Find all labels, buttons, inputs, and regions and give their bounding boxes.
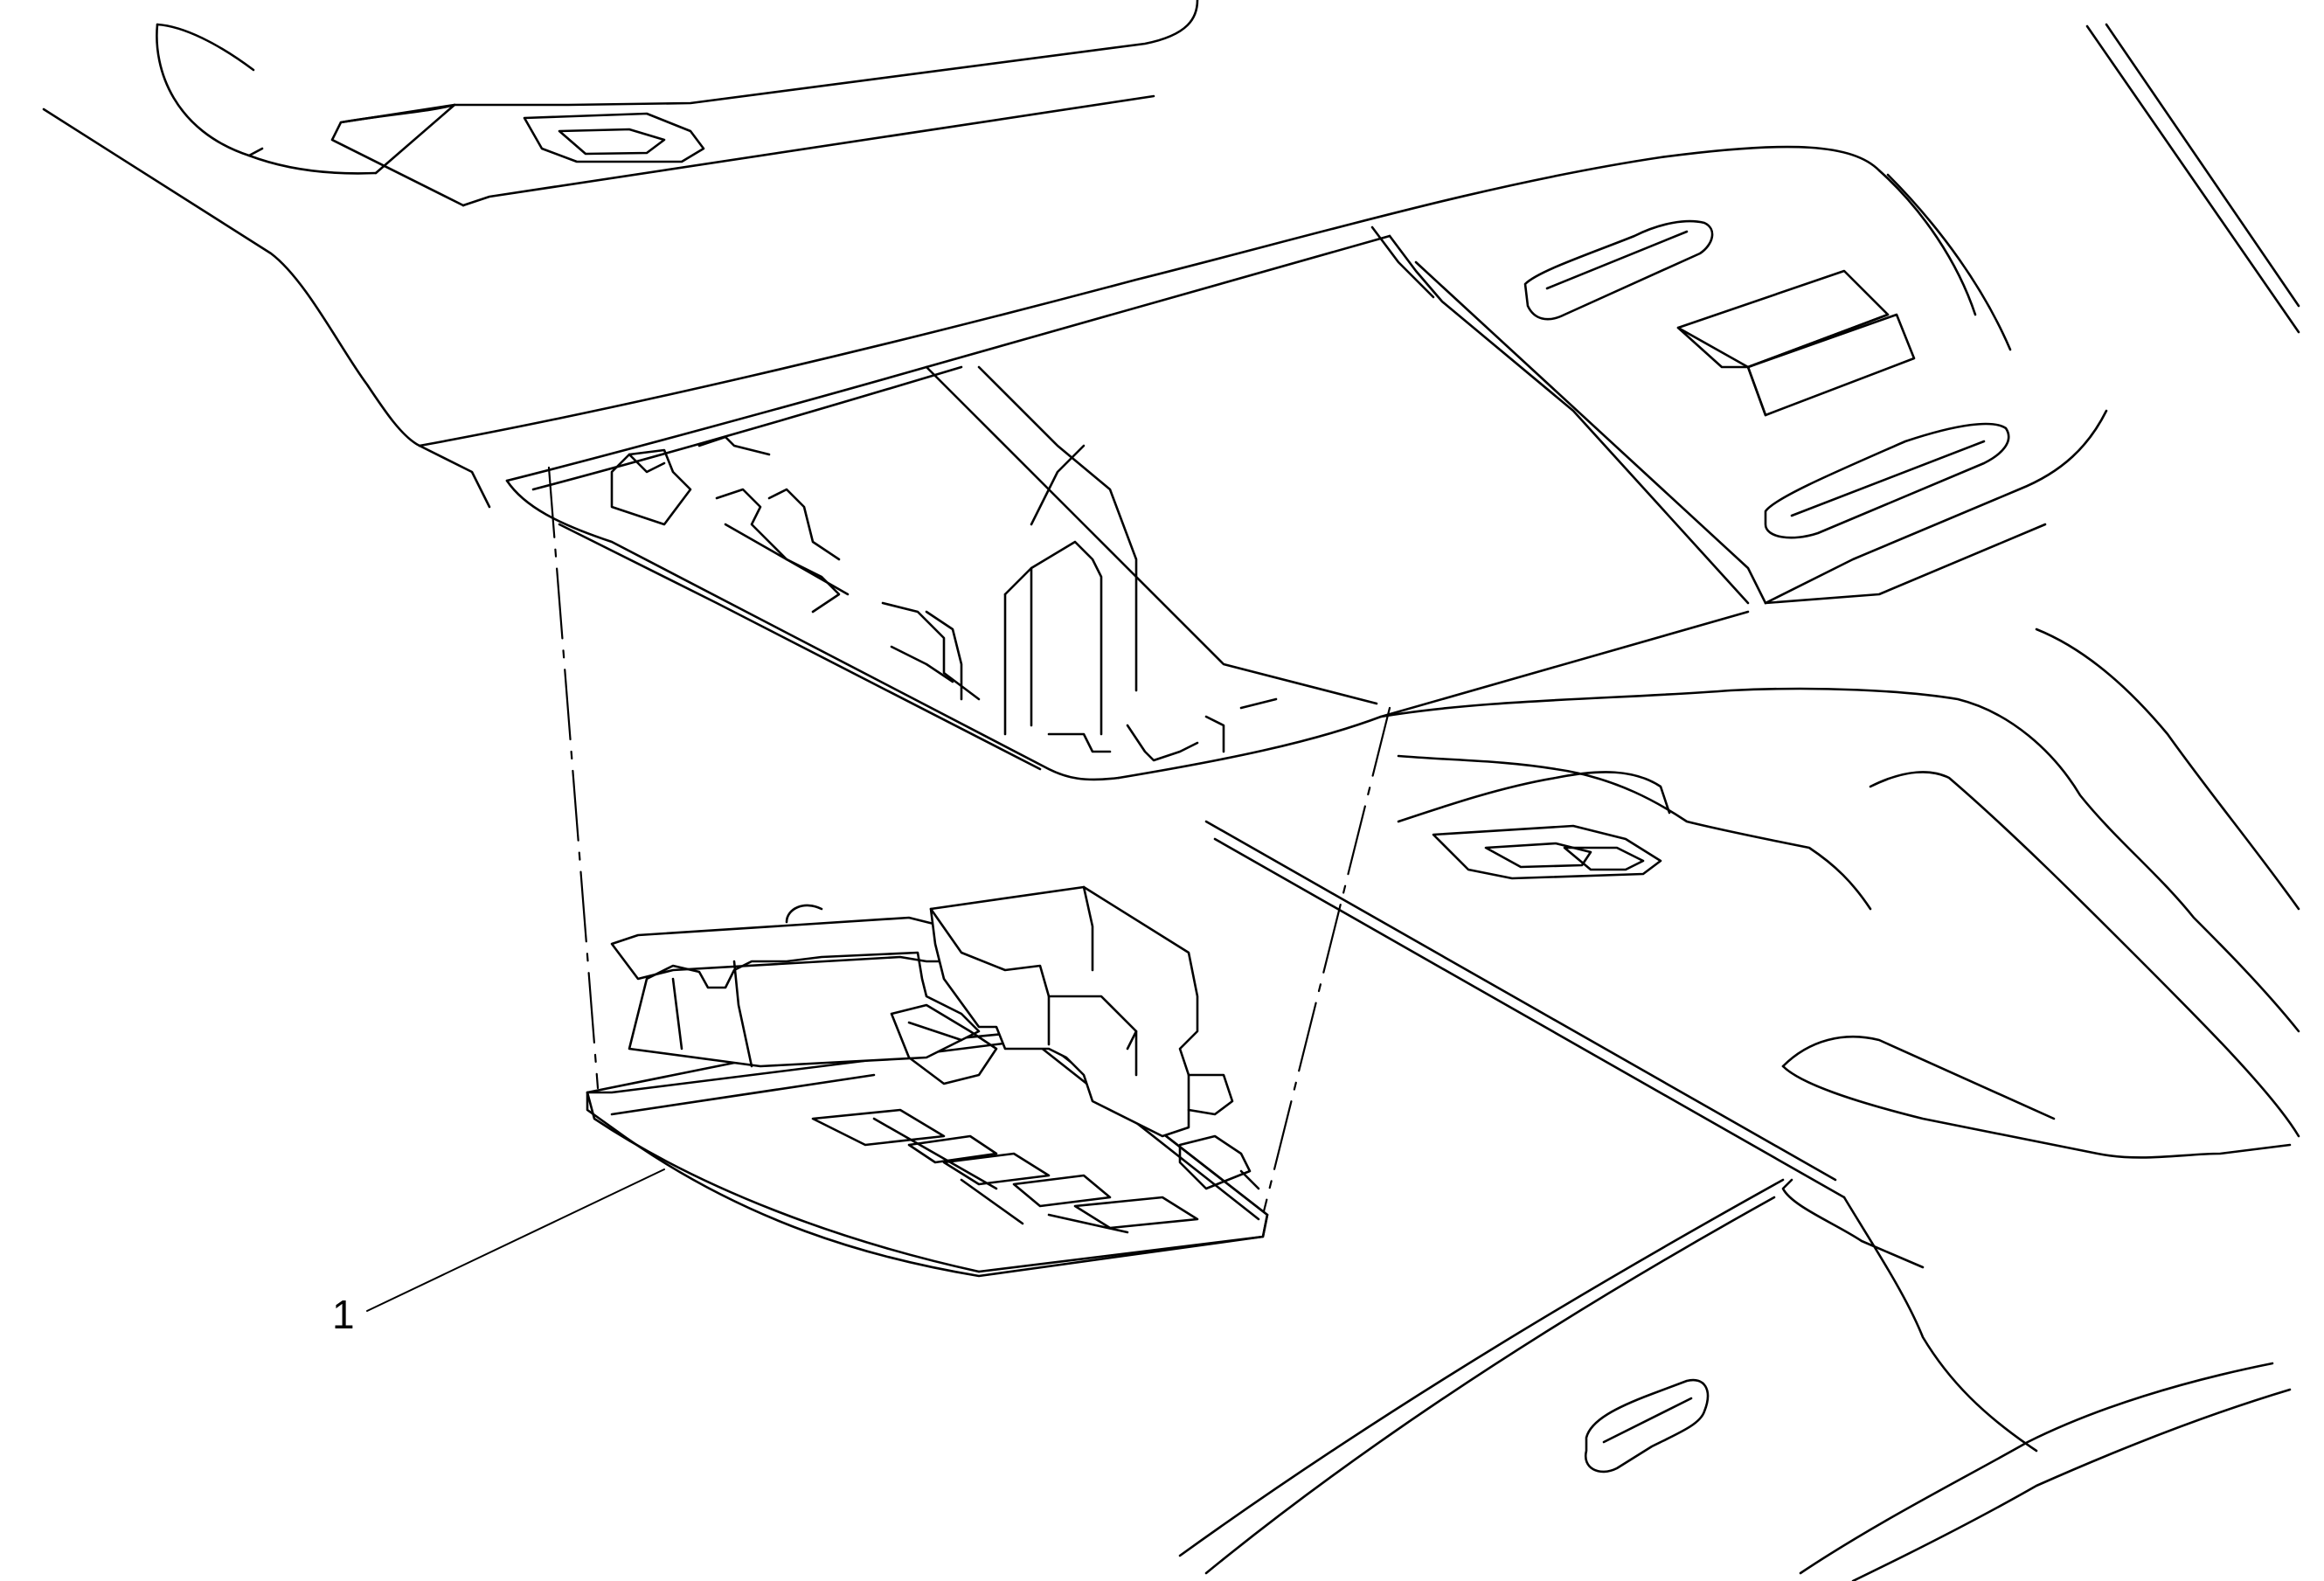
grab-handle-right (1432, 824, 1662, 880)
rear-headliner-area (1379, 628, 2300, 1159)
guide-line-left (547, 466, 600, 1090)
callout-1-label: 1 (332, 1292, 355, 1337)
roof-headliner-outline (42, 23, 2300, 509)
rear-handle-bottom (1584, 1378, 1710, 1474)
callout-1: 1 (332, 1168, 665, 1337)
overhead-console-part (586, 885, 1269, 1278)
console-bezel-housing (505, 173, 2108, 781)
removal-guide-lines (547, 466, 1391, 1217)
guide-line-right (1261, 706, 1391, 1217)
console-opening-contents (610, 435, 1278, 762)
front-headliner-visor (156, 0, 1199, 207)
grab-handle-left (523, 112, 705, 163)
installed-console-switches (1523, 219, 2010, 539)
lower-roof-lines (1178, 820, 2292, 1581)
callout-1-leader-line (366, 1168, 665, 1312)
